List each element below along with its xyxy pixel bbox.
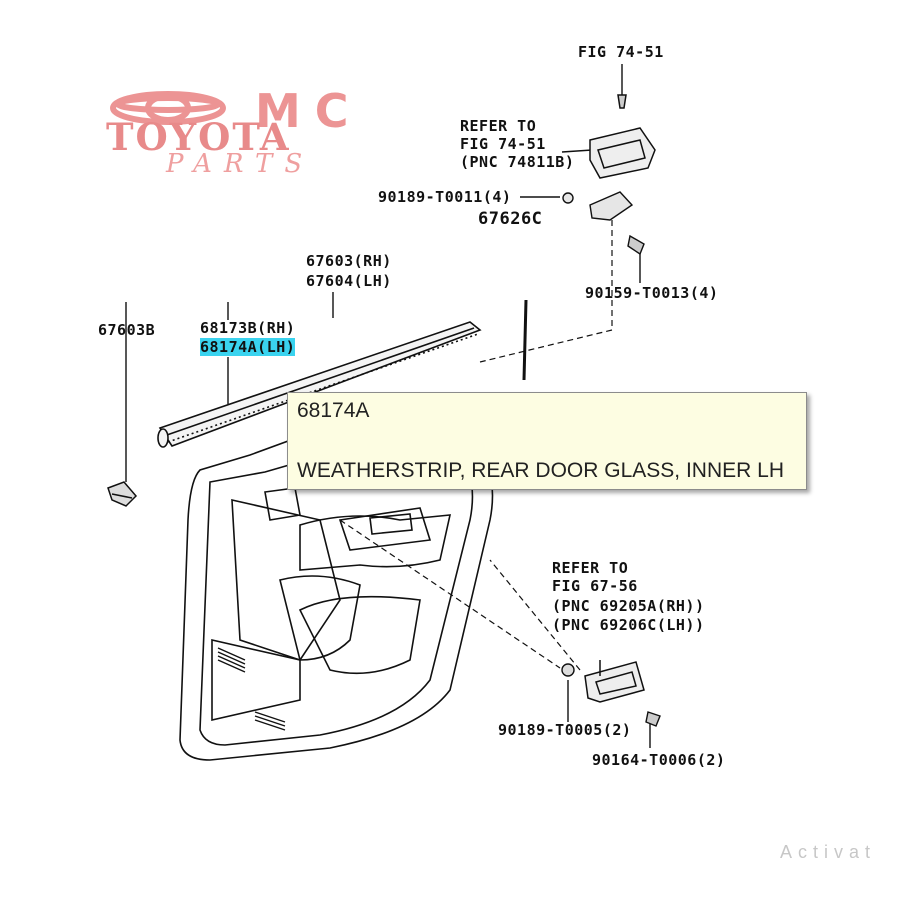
screw-top-icon [617,94,627,109]
label-68174a-lh[interactable]: 68174A(LH) [200,338,296,356]
label-90164-t0006[interactable]: 90164-T0006(2) [592,751,726,769]
label-refer-to-1-line2[interactable]: FIG 74-51 [460,135,546,153]
tooltip-description: WEATHERSTRIP, REAR DOOR GLASS, INNER LH [297,459,784,482]
label-refer-to-2-line4[interactable]: (PNC 69206C(LH)) [552,616,705,634]
label-90159-t0013[interactable]: 90159-T0013(4) [585,284,719,302]
dashed-assembly-lines [339,220,613,671]
retainer-67626c-part [562,191,634,221]
toyota-emblem-icon [110,91,226,125]
weatherstrip-part [157,321,482,448]
clip-67603b-icon [107,481,138,507]
logo-toyota: TOYOTA [106,115,291,159]
label-67604-lh[interactable]: 67604(LH) [306,272,392,290]
part-tooltip: 68174A WEATHERSTRIP, REAR DOOR GLASS, IN… [287,392,807,490]
inside-handle-part [584,660,645,703]
label-refer-to-2-line2[interactable]: FIG 67-56 [552,577,638,595]
label-refer-to-2-line3[interactable]: (PNC 69205A(RH)) [552,597,705,615]
door-channel [522,299,528,381]
tooltip-part-number: 68174A [297,399,370,422]
activation-watermark: Activat [780,842,877,862]
logo-parts: PARTS [166,149,315,179]
label-67603b[interactable]: 67603B [98,321,156,339]
label-90189-t0005[interactable]: 90189-T0005(2) [498,721,632,739]
screw-90159-icon [627,234,645,256]
label-68173b-rh[interactable]: 68173B(RH) [200,319,296,337]
label-fig-74-51[interactable]: FIG 74-51 [578,43,664,61]
handle-bezel-part [589,127,656,179]
label-67626c[interactable]: 67626C [478,209,543,229]
logo-mc: MC [255,84,363,138]
clip-90189-t0005-icon [561,663,575,677]
label-67603-rh[interactable]: 67603(RH) [306,252,392,270]
screw-90164-icon [645,711,661,727]
speaker-grille-icon [217,647,286,731]
leader-lines [125,64,651,748]
label-refer-to-2-line1: REFER TO [552,559,629,577]
label-90189-t0011[interactable]: 90189-T0011(4) [378,188,512,206]
label-refer-to-1-line1: REFER TO [460,117,537,135]
label-refer-to-1-line3[interactable]: (PNC 74811B) [460,153,575,171]
label-68174a-lh-highlight: 68174A(LH) [200,338,296,356]
